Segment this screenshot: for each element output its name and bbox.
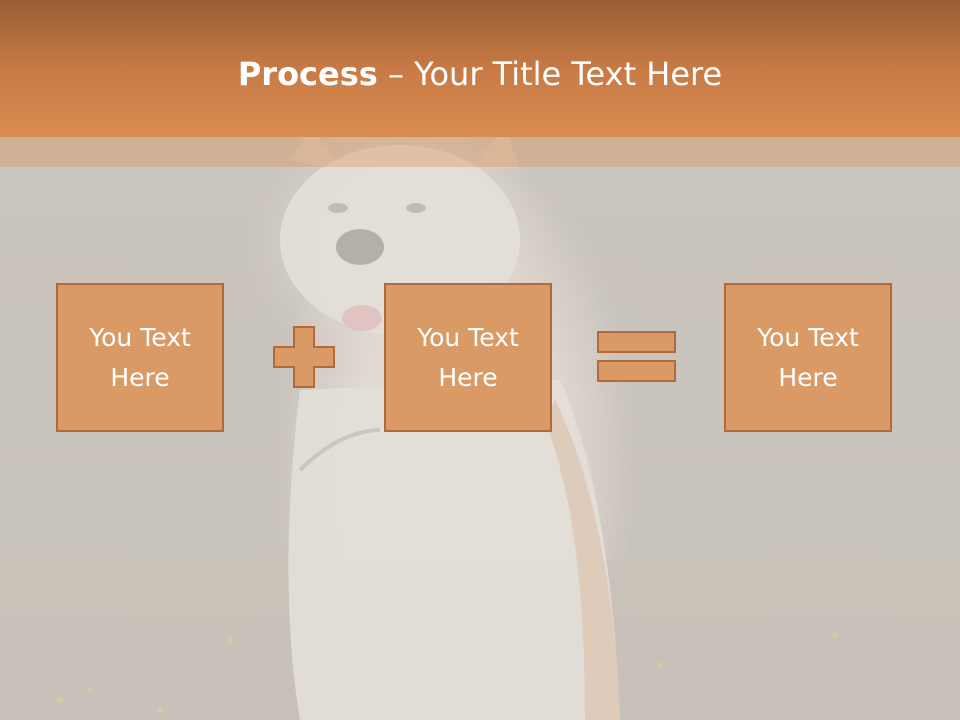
process-box-2[interactable]: You Text Here (384, 283, 552, 432)
equals-icon (597, 331, 676, 382)
process-box-2-text: You Text Here (417, 322, 519, 392)
plus-icon (273, 326, 335, 388)
slide-title[interactable]: Process – Your Title Text Here (0, 52, 960, 96)
process-box-3-text: You Text Here (757, 322, 859, 392)
slide-title-strong: Process (237, 55, 378, 93)
process-box-1[interactable]: You Text Here (56, 283, 224, 432)
title-bar-strip (0, 137, 960, 167)
process-box-3[interactable]: You Text Here (724, 283, 892, 432)
slide-title-dash: – (377, 55, 415, 93)
slide-title-rest: Your Title Text Here (414, 55, 723, 93)
title-bar (0, 0, 960, 137)
process-box-1-text: You Text Here (89, 322, 191, 392)
